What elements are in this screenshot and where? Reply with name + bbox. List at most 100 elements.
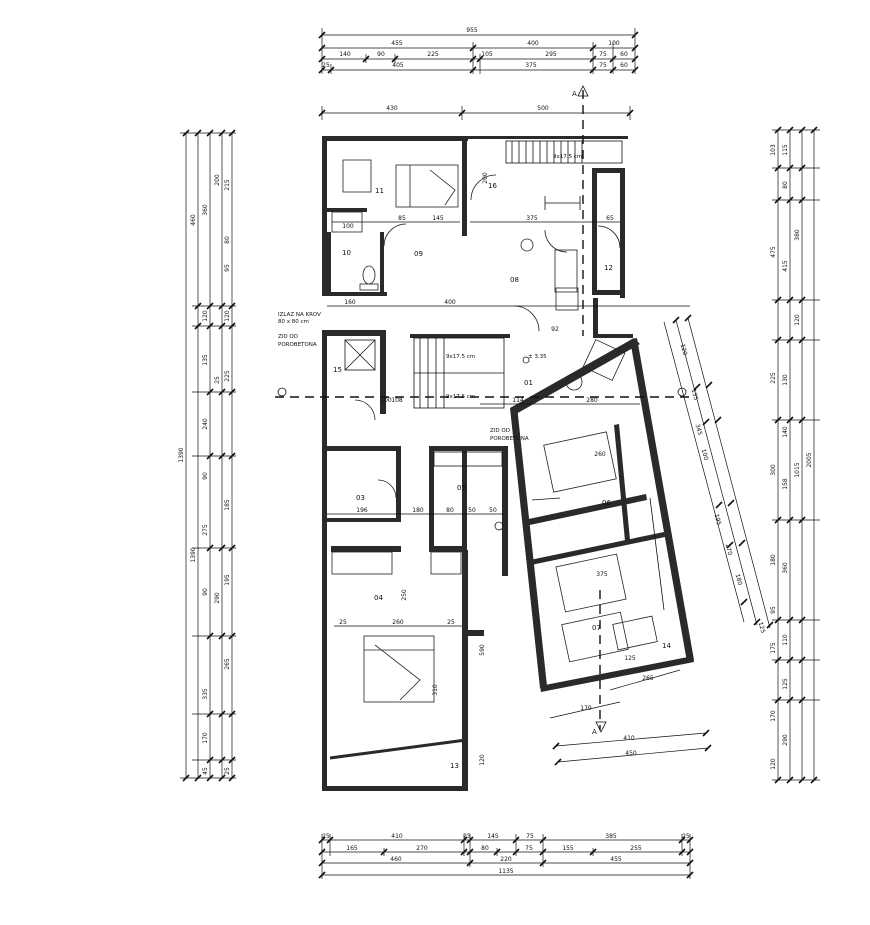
dim-left-sub: 1390 [190, 547, 197, 562]
dim-left-o6: 275 [202, 524, 209, 536]
idim-25: 260 [594, 451, 606, 458]
dim-diag-6: 135 [690, 388, 700, 401]
idim-1: 100 [342, 223, 354, 230]
dim-left-i3: 215 [224, 179, 231, 191]
dim-top-r3-1: 140 [339, 51, 351, 58]
dim-bot-r4-1: 1135 [498, 868, 513, 875]
room-label-16: 16 [488, 182, 497, 190]
right-dimension-chains: 2005 1015 103 115 475 415 380 120 80 225… [770, 126, 820, 784]
dim-right-v7: 80 [782, 181, 789, 189]
dim-right-v8: 225 [770, 372, 777, 384]
dim-right-v12: 158 [782, 478, 789, 490]
dim-right-v15: 95 [770, 606, 777, 614]
dim-bot-r2-5: 155 [562, 845, 574, 852]
dim-bot-r1-5: 75 [526, 833, 534, 840]
dim-br-5: 125 [624, 655, 636, 662]
dim-left-o1: 460 [190, 214, 197, 226]
room-label-07: 07 [592, 624, 601, 632]
dim-left-i12: 265 [224, 658, 231, 670]
dim-left-i6: 120 [224, 310, 231, 322]
idim-5: 65 [606, 215, 614, 222]
note-wall-mid-1: ZID OD [490, 428, 510, 434]
dim-right-v14: 360 [782, 562, 789, 574]
walls [322, 136, 694, 791]
dim-right-v1: 103 [770, 144, 777, 156]
dim-left-i7: 25 [214, 376, 221, 384]
dim-left-i10: 195 [224, 574, 231, 586]
idim-9: 114 [512, 397, 524, 404]
dim-right-v20: 125 [782, 678, 789, 690]
dim-top-r4-3: 375 [525, 62, 537, 69]
dim-bot-r1-4: 145 [487, 833, 499, 840]
dim-top-r3-5: 295 [545, 51, 557, 58]
dim-right-v19: 290 [782, 734, 789, 746]
dim-bot-r1-6: 385 [605, 833, 617, 840]
dim-left-i8: 225 [224, 370, 231, 382]
dim-top-r3-4: 105 [481, 51, 493, 58]
dim-left-i5: 95 [224, 264, 231, 272]
dim-bot-r2-6: 255 [630, 845, 642, 852]
idim-7: 400 [444, 299, 456, 306]
dim-br-1: 410 [623, 735, 635, 742]
dim-diag-7: 125 [757, 621, 767, 634]
dim-top-r3-2: 90 [377, 51, 385, 58]
dim-right-v10: 140 [782, 426, 789, 438]
idim-14: 50 [468, 507, 476, 514]
idim-13: 80 [446, 507, 454, 514]
idim-2: 85 [398, 215, 406, 222]
dim-bot-r3-2: 220 [500, 856, 512, 863]
room-label-06: 06 [602, 499, 611, 507]
left-dimension-chains: 1390 1390 460 120 135 240 90 275 90 335 … [178, 129, 236, 782]
idim-20: 250 [401, 589, 408, 601]
idim-23: 280 [586, 397, 598, 404]
top-dimension-chains: 955 455 400 100 140 90 225 105 295 75 60… [318, 27, 639, 74]
dim-right-v11: 300 [770, 464, 777, 476]
idim-18: 25 [447, 619, 455, 626]
idim-26: 100 [380, 397, 392, 404]
dim-left-o10: 45 [202, 767, 209, 775]
dim-right-v4: 415 [782, 260, 789, 272]
idim-15: 50 [489, 507, 497, 514]
room-label-03: 03 [356, 494, 365, 502]
room-labels: 01 03 04 05 06 07 08 09 10 11 12 13 14 1… [333, 182, 671, 770]
idim-12: 180 [412, 507, 424, 514]
dim-right-v5: 380 [794, 229, 801, 241]
note-roof-exit-size: 80 x 80 cm [278, 319, 309, 325]
interior-dimensions: 100 85 145 375 65 160 400 92 114 108 196… [327, 172, 690, 766]
idim-17: 25 [339, 619, 347, 626]
dim-top-r4-2: 405 [392, 62, 404, 69]
room-label-04: 04 [374, 594, 383, 602]
dim-left-i11: 290 [214, 592, 221, 604]
idim-22: 590 [479, 644, 486, 656]
dim-diag-8: 180 [734, 573, 744, 586]
upper-dimension-chain: 430 500 [318, 105, 634, 120]
note-wall-left-2: POROBETONA [278, 342, 317, 348]
dim-right-v6: 120 [794, 314, 801, 326]
dim-left-o8: 335 [202, 688, 209, 700]
note-stair-1: 9x17.5 cm [553, 154, 582, 160]
dim-bot-r2-4: 75 [525, 845, 533, 852]
room-label-11: 11 [375, 187, 384, 195]
dim-top-r4-4: 75 [599, 62, 607, 69]
dim-left-o2: 120 [202, 310, 209, 322]
dim-diag-5: 195 [713, 513, 723, 526]
dim-top-r4-1: 25 [322, 62, 330, 69]
room-label-09: 09 [414, 250, 423, 258]
elevation-mark: ± 3.35 [528, 354, 547, 360]
room-label-01: 01 [524, 379, 533, 387]
dim-diag-4: 270 [724, 543, 734, 556]
bottom-right-dimensions: 410 450 170 265 125 [549, 655, 712, 766]
dim-bot-r1-2: 410 [391, 833, 403, 840]
room-label-12: 12 [604, 264, 613, 272]
dim-bot-r1-1: 25 [322, 833, 330, 840]
note-wall-mid-2: POROBETONA [490, 436, 529, 442]
dim-left-o5: 90 [202, 472, 209, 480]
dim-right-v18: 120 [770, 758, 777, 770]
dim-left-o7: 90 [202, 588, 209, 596]
dim-diag-3: 100 [700, 448, 710, 461]
dim-bot-r2-2: 270 [416, 845, 428, 852]
dim-top-r3-7: 60 [620, 51, 628, 58]
room-label-05: 05 [457, 484, 466, 492]
dim-bot-r3-1: 460 [390, 856, 402, 863]
dim-left-total: 1390 [178, 447, 185, 462]
